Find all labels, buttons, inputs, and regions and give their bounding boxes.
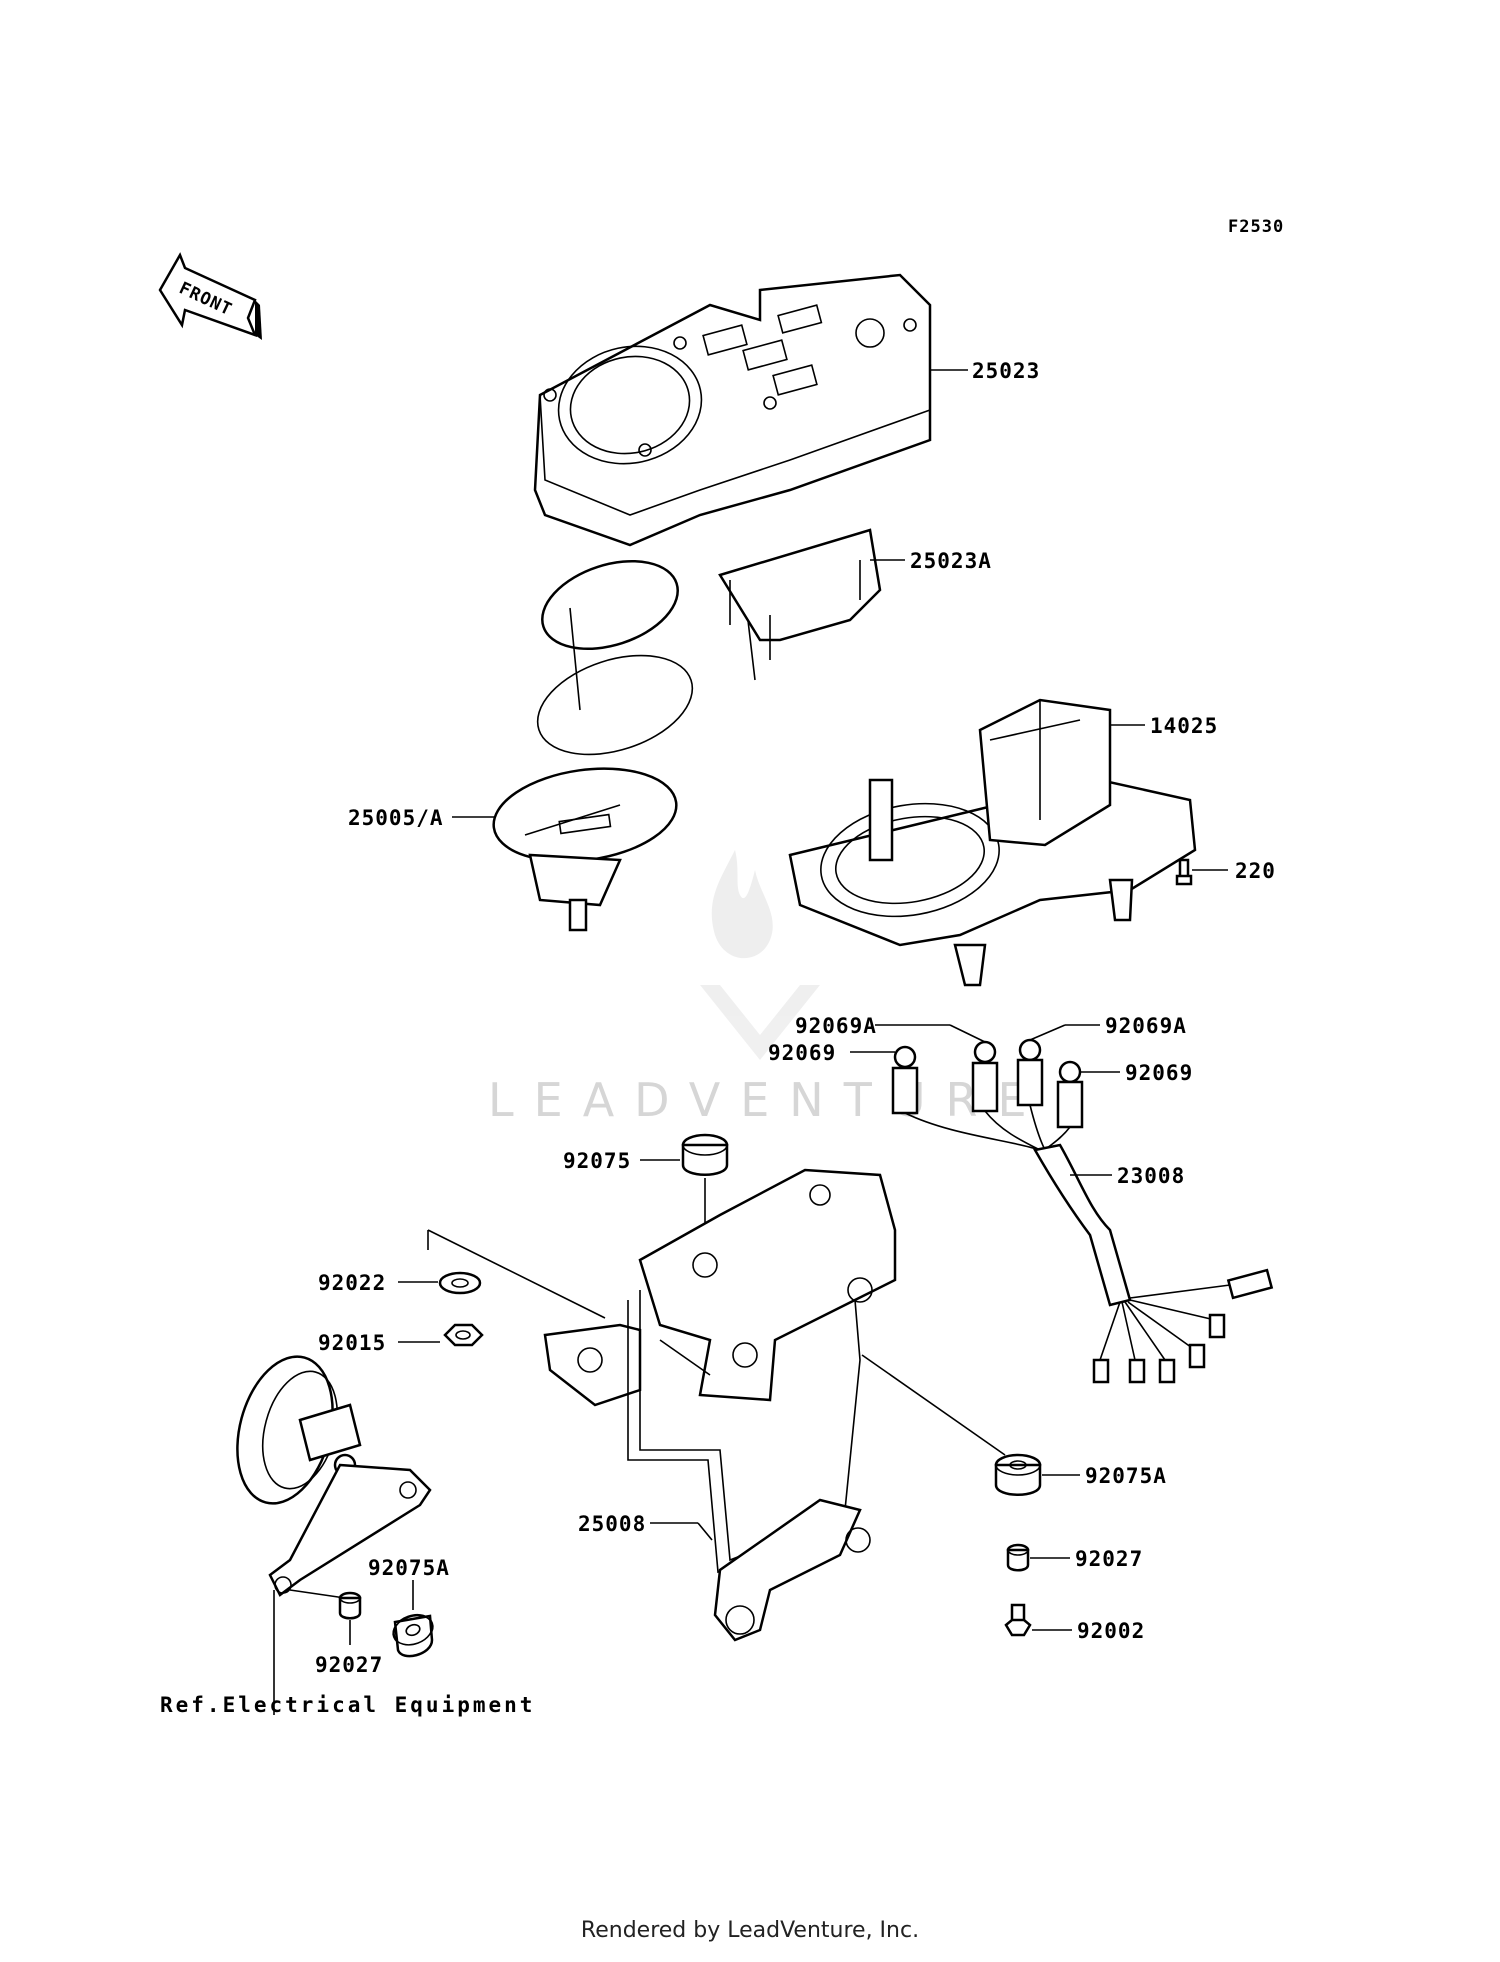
callout-14025: 14025	[1150, 714, 1218, 738]
collar-92027-right-part	[1006, 1543, 1030, 1572]
meter-case-part	[788, 698, 1197, 987]
meter-bracket-part	[543, 1168, 897, 1642]
grommet-92075a-right-part	[994, 1453, 1042, 1496]
callout-92075a-left: 92075A	[368, 1556, 450, 1580]
callout-92002: 92002	[1077, 1619, 1145, 1643]
wire-harness-part	[904, 1104, 1274, 1384]
callout-25023: 25023	[972, 359, 1040, 383]
callout-92015: 92015	[318, 1331, 386, 1355]
callout-92069-left: 92069	[768, 1041, 836, 1065]
ref-electrical-equipment: Ref.Electrical Equipment	[160, 1693, 535, 1717]
callout-92075: 92075	[563, 1149, 631, 1173]
watermark-logo	[700, 850, 820, 1060]
figure-code: F2530	[1228, 217, 1284, 237]
nut-92015-part	[443, 1323, 484, 1347]
callout-220: 220	[1235, 859, 1276, 883]
front-arrow-icon: FRONT	[158, 252, 262, 340]
callout-92069a-right: 92069A	[1105, 1014, 1187, 1038]
screw-220-part	[1175, 858, 1193, 886]
meter-gauge-part	[492, 767, 678, 932]
callout-25005: 25005/A	[348, 806, 444, 830]
meter-lens-part	[536, 528, 882, 756]
callout-23008: 23008	[1117, 1164, 1185, 1188]
callout-92075a-right: 92075A	[1085, 1464, 1167, 1488]
watermark-text: LEADVENTURE	[488, 1073, 1047, 1127]
callout-92027-left: 92027	[315, 1653, 383, 1677]
callout-92027-right: 92027	[1075, 1547, 1143, 1571]
horn-part	[236, 1355, 432, 1597]
washer-92022-part	[438, 1271, 482, 1295]
footer-credit: Rendered by LeadVenture, Inc.	[580, 1918, 920, 1943]
callout-92069-right: 92069	[1125, 1061, 1193, 1085]
grommet-92075-part	[681, 1133, 729, 1176]
bolt-92002-part	[1004, 1603, 1032, 1637]
grommet-92075a-left-part	[392, 1613, 434, 1658]
meter-cover-part	[533, 273, 932, 547]
callout-92069a-left: 92069A	[795, 1014, 877, 1038]
callout-92022: 92022	[318, 1271, 386, 1295]
callout-25023a: 25023A	[910, 549, 992, 573]
collar-92027-left-part	[338, 1591, 362, 1620]
callout-25008: 25008	[578, 1512, 646, 1536]
